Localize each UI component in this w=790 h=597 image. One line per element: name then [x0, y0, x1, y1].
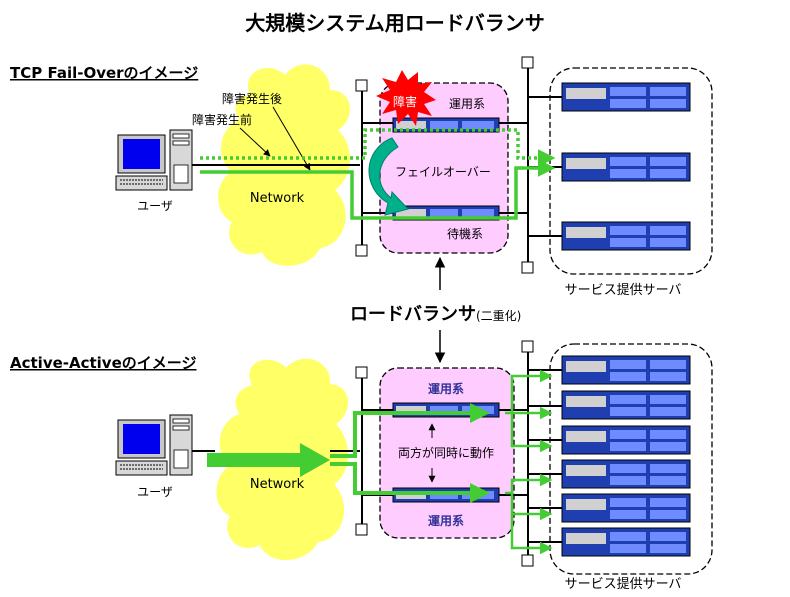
- fault-badge-label: 障害: [393, 94, 417, 109]
- failover-arrow-icon: [368, 137, 409, 216]
- failover-label: フェイルオーバー: [395, 165, 491, 179]
- both-active-label: 両方が同時に動作: [398, 445, 494, 460]
- lb-title-note: (二重化): [476, 309, 521, 323]
- server-bottom-4: [561, 459, 691, 489]
- server-bottom-3: [561, 425, 691, 455]
- active-label-bottom-2: 運用系: [428, 513, 464, 528]
- server-top-2: [561, 152, 691, 182]
- label-after-fault: 障害発生後: [222, 91, 282, 106]
- path-after-fault: [200, 159, 556, 220]
- diagram-title: 大規模システム用ロードバランサ: [245, 11, 544, 35]
- path-to-active-2: [330, 462, 490, 503]
- network-label-top: Network: [250, 191, 305, 206]
- servers-caption-top: サービス提供サーバ: [565, 282, 682, 298]
- user-computer-top: [115, 129, 193, 191]
- server-zone-bottom: [549, 343, 713, 575]
- lb-title-main: ロードバランサ: [350, 304, 476, 325]
- distribution-arrows-1: [505, 369, 553, 453]
- path-before-fault: [200, 128, 556, 167]
- fault-burst-icon: [376, 70, 436, 126]
- big-traffic-arrow-icon: [207, 443, 330, 477]
- server-top-1: [561, 82, 691, 112]
- lb-title: ロードバランサ(二重化): [350, 304, 521, 325]
- server-bottom-1: [561, 355, 691, 385]
- user-label-bottom: ユーザ: [137, 485, 173, 499]
- server-bottom-5: [561, 493, 691, 523]
- distribution-arrows-2: [505, 473, 553, 555]
- standby-label-top: 待機系: [447, 226, 483, 241]
- network-label-bottom: Network: [250, 477, 305, 492]
- top-heading: TCP Fail-Overのイメージ: [10, 64, 198, 82]
- user-computer-bottom: [115, 414, 193, 476]
- active-label-bottom-1: 運用系: [428, 381, 464, 396]
- label-before-fault: 障害発生前: [192, 112, 252, 127]
- server-top-3: [561, 221, 691, 251]
- active-label-top: 運用系: [449, 97, 485, 111]
- servers-caption-bottom: サービス提供サーバ: [565, 576, 682, 592]
- server-bottom-2: [561, 390, 691, 420]
- server-bottom-6: [561, 527, 691, 557]
- bottom-heading: Active-Activeのイメージ: [10, 354, 196, 372]
- user-label-top: ユーザ: [137, 199, 173, 213]
- path-to-active-1: [330, 403, 490, 458]
